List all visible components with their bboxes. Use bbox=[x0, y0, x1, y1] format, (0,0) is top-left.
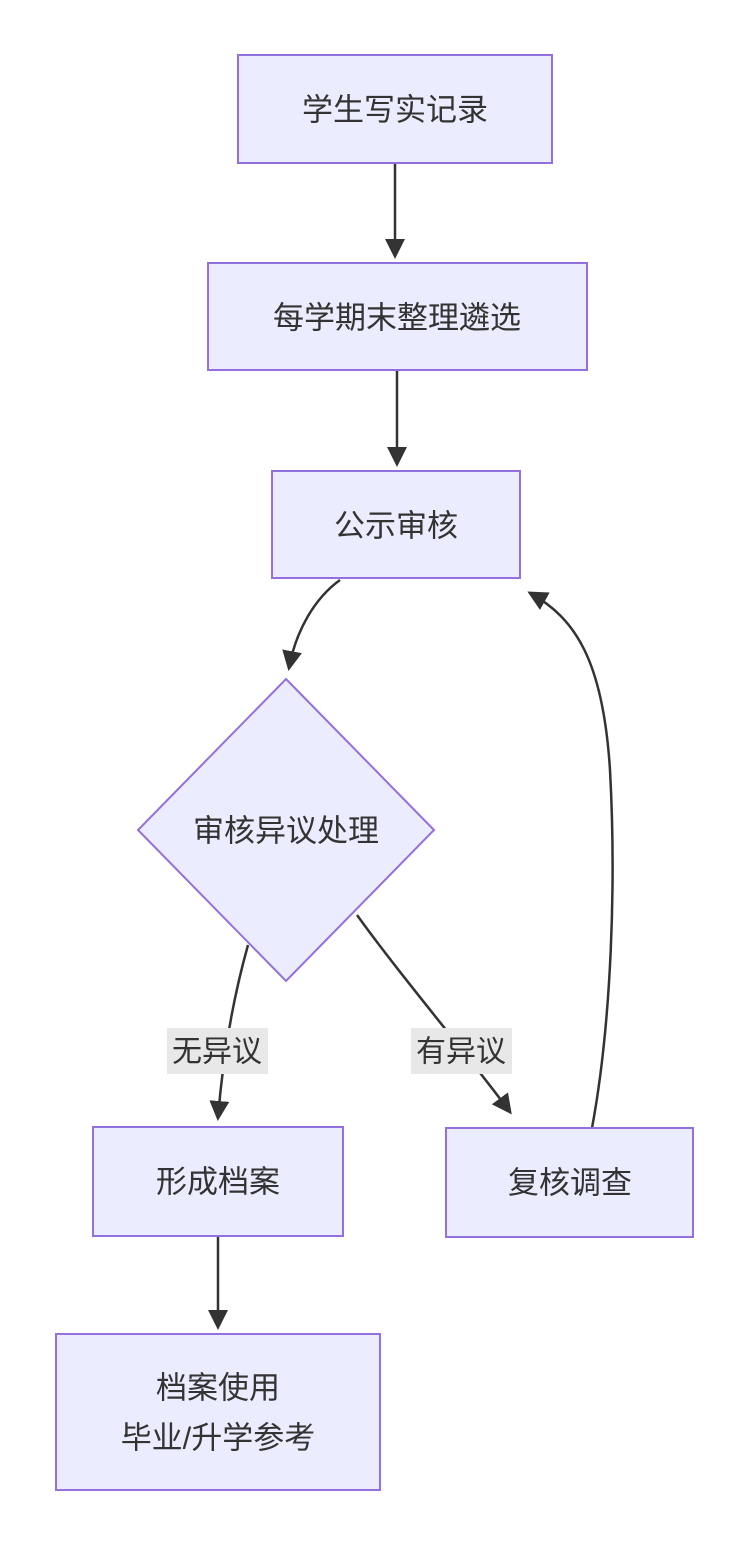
node-public-review-label: 公示审核 bbox=[334, 509, 458, 544]
node-recheck-investigate: 复核调查 bbox=[445, 1127, 694, 1238]
node-student-record-box bbox=[237, 54, 553, 164]
node-semester-select-box bbox=[207, 262, 588, 371]
node-archive-use-label-line1: 档案使用 bbox=[156, 1371, 280, 1406]
edge-decision-to-recheck bbox=[355, 914, 512, 1115]
node-form-archive: 形成档案 bbox=[92, 1126, 344, 1237]
edge-label-bg-has-objection bbox=[411, 1028, 512, 1074]
edges-layer bbox=[208, 163, 614, 1330]
node-archive-use-box bbox=[55, 1333, 381, 1491]
node-objection-decision-diamond bbox=[136, 677, 436, 983]
node-semester-select-label: 每学期末整理遴选 bbox=[273, 301, 521, 336]
node-archive-use-label-line2: 毕业/升学参考 bbox=[121, 1421, 316, 1456]
edge-review-to-decision bbox=[282, 578, 341, 671]
node-public-review-box bbox=[271, 470, 521, 579]
edge-recheck-to-review bbox=[527, 591, 614, 1129]
edge-label-no-objection: 无异议 bbox=[172, 1036, 262, 1069]
node-form-archive-label: 形成档案 bbox=[156, 1165, 280, 1200]
node-archive-use: 档案使用 毕业/升学参考 bbox=[55, 1333, 381, 1491]
node-student-record-label: 学生写实记录 bbox=[302, 93, 488, 128]
node-form-archive-box bbox=[92, 1126, 344, 1237]
edge-label-has-objection: 有异议 bbox=[416, 1036, 506, 1069]
edge-labels-layer: 无异议 有异议 bbox=[167, 1028, 512, 1074]
node-semester-select: 每学期末整理遴选 bbox=[207, 262, 588, 371]
node-student-record: 学生写实记录 bbox=[237, 54, 553, 164]
node-recheck-investigate-box bbox=[445, 1127, 694, 1238]
node-objection-decision: 审核异议处理 bbox=[136, 677, 436, 983]
node-recheck-investigate-label: 复核调查 bbox=[508, 1166, 632, 1201]
node-public-review: 公示审核 bbox=[271, 470, 521, 579]
node-objection-decision-label: 审核异议处理 bbox=[193, 814, 379, 849]
nodes-layer: 学生写实记录 每学期末整理遴选 公示审核 审核异议处理 形成档案 复核调查 bbox=[55, 54, 694, 1491]
edge-decision-to-archive bbox=[209, 944, 250, 1121]
edge-label-bg-no-objection bbox=[167, 1028, 268, 1074]
